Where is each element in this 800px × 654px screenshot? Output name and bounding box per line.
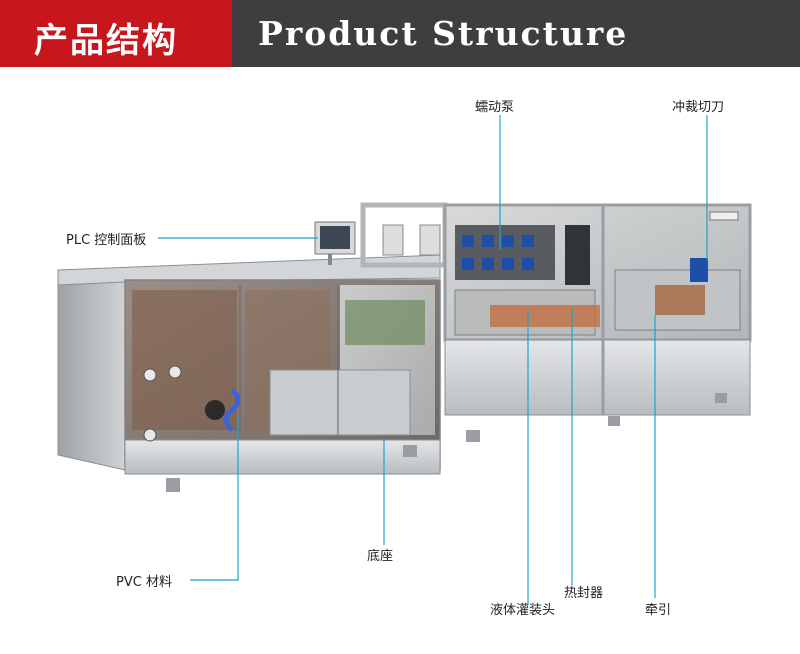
label-base: 底座 [367, 549, 394, 564]
header-title-en: Product Structure [258, 14, 629, 53]
left-cabinet [57, 254, 441, 475]
label-liquid-filling-head: 液体灌装头 [490, 603, 556, 618]
machine-illustration [57, 202, 752, 492]
label-peristaltic-pump: 蠕动泵 [475, 100, 515, 115]
label-pvc-material: PVC 材料 [116, 575, 172, 590]
header-title-cn: 产品结构 [34, 21, 178, 61]
header-banner: 产品结构 Product Structure [0, 0, 800, 67]
label-plc-panel: PLC 控制面板 [66, 233, 147, 248]
header-red-block [0, 0, 232, 67]
label-punch-cutter: 冲裁切刀 [672, 100, 725, 115]
label-heat-seal: 热封器 [564, 586, 604, 601]
label-traction: 牵引 [645, 603, 672, 618]
machine-feet [166, 393, 727, 492]
right-cabinet [443, 203, 752, 416]
plc-panel [314, 221, 356, 265]
